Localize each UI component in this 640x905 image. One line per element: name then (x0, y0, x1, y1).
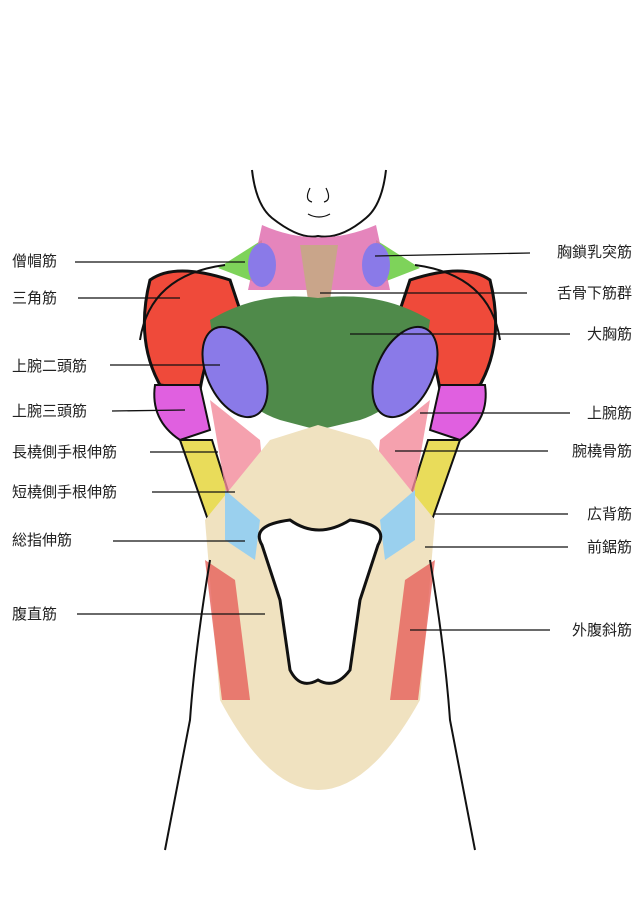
label-brachialis: 上腕筋 (586, 404, 632, 422)
label-ecrb: 短橈側手根伸筋 (12, 483, 118, 501)
hyoid-muscles (300, 245, 338, 300)
label-extensor-digitorum: 総指伸筋 (12, 531, 73, 549)
biceps-left (201, 325, 269, 419)
triceps-left (153, 384, 212, 442)
head-outline (251, 169, 387, 238)
leader-line (374, 252, 531, 257)
label-biceps: 上腕二頭筋 (12, 357, 88, 375)
mouth (307, 213, 331, 218)
serratus-left (225, 490, 260, 560)
label-rectus-abdominis: 腹直筋 (12, 605, 58, 623)
label-deltoid: 三角筋 (12, 289, 58, 307)
label-sternocleidomastoid: 胸鎖乳突筋 (556, 243, 632, 261)
nose (306, 187, 330, 203)
serratus-right (380, 490, 415, 560)
label-external-oblique: 外腹斜筋 (571, 621, 632, 639)
label-serratus-anterior: 前鋸筋 (586, 538, 632, 556)
oblique-left (205, 560, 250, 700)
label-ecrl: 長橈側手根伸筋 (12, 443, 118, 461)
scalene-right (362, 243, 390, 287)
label-pectoralis-major: 大胸筋 (586, 325, 632, 343)
hands (257, 518, 383, 685)
label-triceps: 上腕三頭筋 (12, 402, 88, 420)
label-latissimus-dorsi: 広背筋 (586, 505, 632, 523)
label-trapezius: 僧帽筋 (12, 252, 58, 270)
body-outline (139, 264, 501, 851)
label-brachioradialis: 腕橈骨筋 (571, 442, 632, 460)
label-infrahyoid: 舌骨下筋群 (556, 284, 632, 302)
scalene-left (248, 243, 276, 287)
biceps-right (371, 325, 439, 419)
leader-line (111, 409, 186, 412)
